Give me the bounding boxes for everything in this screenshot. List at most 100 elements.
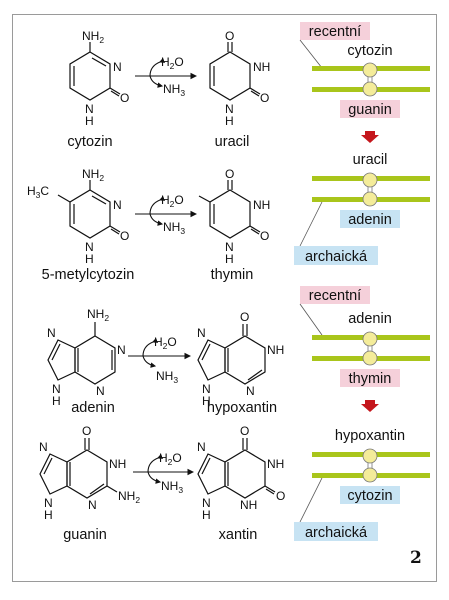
substrate-label-1: cytozin: [67, 134, 112, 150]
tag-thymin-bg: [340, 369, 400, 387]
cytosine-h1: H: [85, 114, 94, 128]
byproduct-ammonia-1: NH3: [163, 82, 185, 98]
guanine-o: O: [82, 424, 91, 438]
guanine-h9: H: [44, 508, 53, 522]
adenine-n3: N: [96, 384, 105, 398]
thymine-o4: O: [225, 167, 234, 181]
tag-adenin-bg: [340, 210, 400, 228]
product-label-2: thymin: [211, 267, 254, 283]
thymine-n1: N: [225, 240, 234, 254]
xanthine-structure: [197, 438, 276, 499]
methylcytosine-o: O: [120, 229, 129, 243]
hypoxanthine-n3: N: [246, 384, 255, 398]
pair2-before-top: adenin: [348, 311, 392, 327]
reagent-water-1: H2O: [161, 55, 184, 71]
pair2-after-top: hypoxantin: [335, 428, 405, 444]
uracil-o4: O: [225, 29, 234, 43]
cytosine-n1: N: [85, 102, 94, 116]
adenine-h9: H: [52, 394, 61, 408]
product-label-3: hypoxantin: [207, 400, 277, 416]
tag-guanin-bg: [340, 100, 400, 118]
pair2-after-bottom: cytozin: [347, 488, 392, 504]
guanine-n9: N: [44, 496, 53, 510]
thymine-structure: [198, 180, 261, 239]
xanthine-o2: O: [276, 489, 285, 503]
reagent-water-2: H2O: [161, 193, 184, 209]
uracil-h1: H: [225, 114, 234, 128]
dna-strands-1a: [312, 62, 430, 97]
byproduct-ammonia-2: NH3: [163, 220, 185, 236]
methylcytosine-n3: N: [113, 198, 122, 212]
reaction-arrow-3: [128, 337, 192, 368]
adenine-n1: N: [117, 343, 126, 357]
cytosine-structure: [69, 42, 121, 101]
substrate-label-2: 5-metylcytozin: [42, 267, 135, 283]
methylcytosine-amino: NH2: [82, 167, 104, 183]
methylcytosine-n1: N: [85, 240, 94, 254]
tag-archaic-2-bg: [294, 522, 378, 541]
guanine-structure: [39, 438, 118, 499]
mutation-arrow-1: [361, 131, 379, 143]
xanthine-n3: NH: [240, 498, 257, 512]
adenine-structure: [47, 322, 116, 385]
tag-recent-2-pointer: [299, 303, 323, 336]
substrate-label-4: guanin: [63, 527, 107, 543]
uracil-n1: N: [225, 102, 234, 116]
hypoxanthine-structure: [197, 324, 266, 385]
tag-archaic-2-pointer: [299, 477, 323, 523]
mutation-arrow-2: [361, 400, 379, 412]
guanine-n3: N: [88, 498, 97, 512]
thymine-h1: H: [225, 252, 234, 266]
tag-cytozin-bg: [340, 486, 400, 504]
reaction-arrow-4: [133, 453, 195, 484]
pair1-after-bottom: adenin: [348, 212, 392, 228]
thymine-o2: O: [260, 229, 269, 243]
cytosine-o: O: [120, 91, 129, 105]
methylcytosine-structure: [57, 180, 121, 239]
xanthine-h9: H: [202, 508, 211, 522]
tag-recent-1: recentní: [309, 24, 361, 40]
xanthine-n7: N: [197, 440, 206, 454]
figure-number: 2: [410, 548, 422, 568]
uracil-structure: [209, 42, 261, 101]
tag-recent-2: recentní: [309, 288, 361, 304]
xanthine-o6: O: [240, 424, 249, 438]
tag-recent-1-pointer: [299, 39, 323, 69]
adenine-amino: NH2: [87, 307, 109, 323]
byproduct-ammonia-3: NH3: [156, 369, 178, 385]
cytosine-n3: N: [113, 60, 122, 74]
xanthine-n1: NH: [267, 457, 284, 471]
dna-strands-2b: [312, 448, 430, 483]
uracil-n3: NH: [253, 60, 270, 74]
hypoxanthine-n7: N: [197, 326, 206, 340]
methylcytosine-methyl: H3C: [27, 184, 49, 200]
product-label-4: xantin: [219, 527, 258, 543]
product-label-1: uracil: [215, 134, 250, 150]
adenine-n9: N: [52, 382, 61, 396]
methylcytosine-h1: H: [85, 252, 94, 266]
hypoxanthine-h9: H: [202, 394, 211, 408]
adenine-n7: N: [47, 326, 56, 340]
dna-strands-2a: [312, 331, 430, 366]
tag-archaic-1-pointer: [299, 201, 323, 247]
tag-recent-1-bg: [300, 22, 370, 40]
xanthine-n9: N: [202, 496, 211, 510]
dna-strands-1b: [312, 172, 430, 207]
byproduct-ammonia-4: NH3: [161, 479, 183, 495]
substrate-label-3: adenin: [71, 400, 115, 416]
guanine-n7: N: [39, 440, 48, 454]
reaction-arrow-2: [135, 195, 198, 226]
tag-archaic-1-bg: [294, 246, 378, 265]
pair1-before-bottom: guanin: [348, 102, 392, 118]
thymine-n3: NH: [253, 198, 270, 212]
cytosine-amino: NH2: [82, 29, 104, 45]
tag-recent-2-bg: [300, 286, 370, 304]
reagent-water-4: H2O: [159, 451, 182, 467]
pair1-before-top: cytozin: [347, 43, 392, 59]
hypoxanthine-o: O: [240, 310, 249, 324]
reagent-water-3: H2O: [154, 335, 177, 351]
tag-archaic-2: archaická: [305, 525, 368, 541]
pair2-before-bottom: thymin: [349, 371, 392, 387]
pair1-after-top: uracil: [353, 152, 388, 168]
